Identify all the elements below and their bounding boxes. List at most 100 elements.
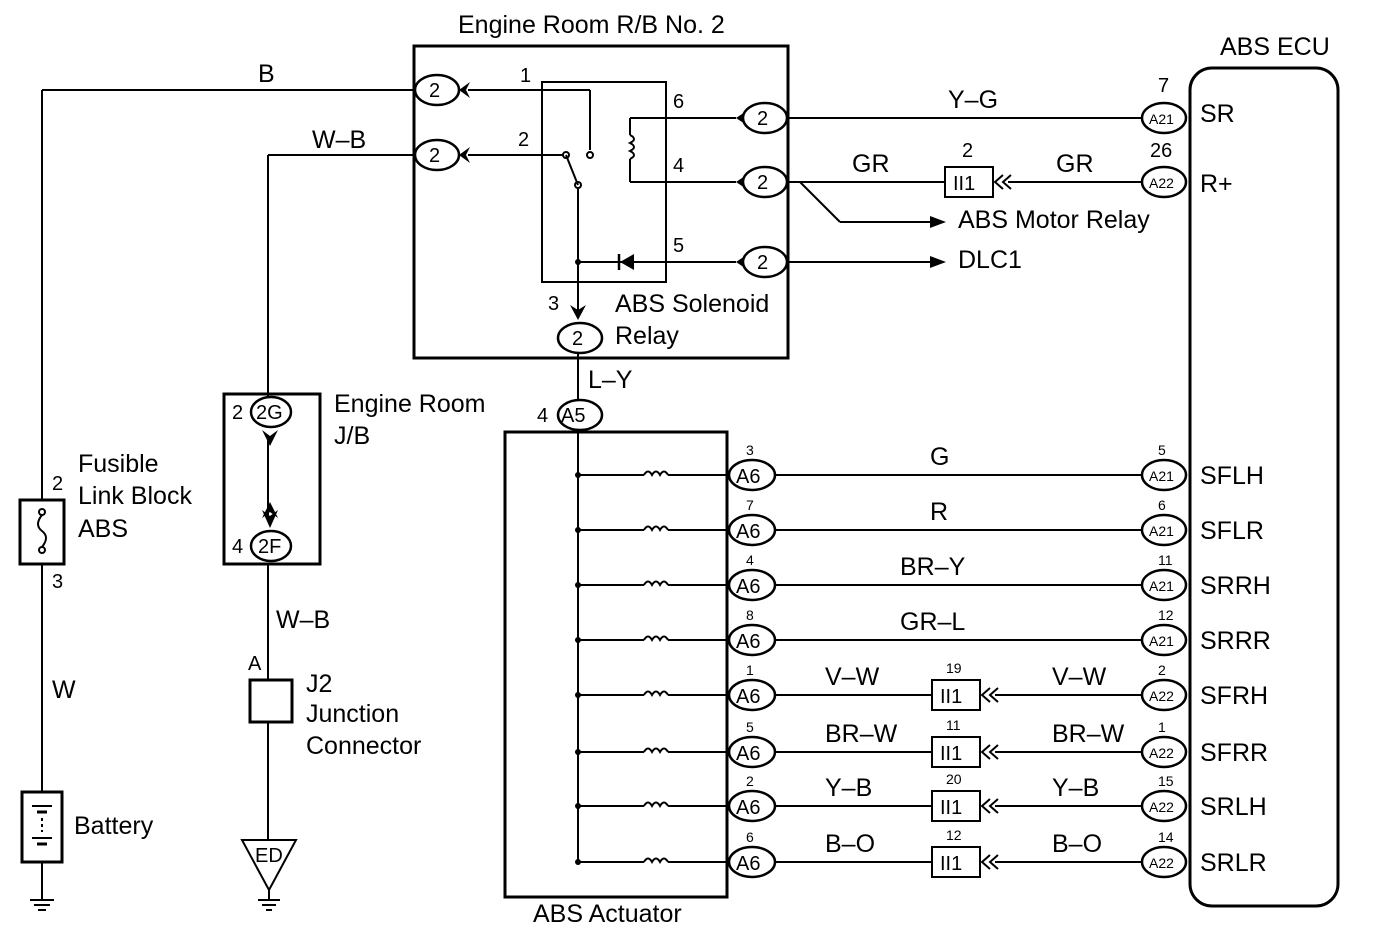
relay-pin-6: 6 — [673, 91, 684, 113]
ecu-terminal-label: SFLR — [1200, 517, 1264, 545]
svg-text:4: 4 — [537, 405, 548, 427]
ecu-terminal-label: SFRR — [1200, 739, 1268, 767]
ecu-pin: 5 — [1158, 442, 1166, 458]
ecu-pin: 12 — [1158, 607, 1174, 623]
joint-pin: 11 — [946, 717, 961, 733]
ecu-connector — [1140, 623, 1188, 657]
joint-pin: 19 — [946, 660, 962, 676]
wire-color-label: V–W — [1052, 663, 1107, 691]
svg-text:4: 4 — [232, 536, 243, 558]
joint-pin: 20 — [946, 771, 962, 787]
relay-conn-1: 2 — [429, 80, 440, 102]
ecu-connector — [1140, 568, 1188, 602]
actuator-pin: 2 — [746, 773, 754, 789]
actuator-feed: L–Y A5 4 — [537, 353, 633, 432]
abs-ecu: ABS ECU SR R+ — [1188, 33, 1340, 908]
ecu-connector — [1140, 735, 1188, 769]
joint-connector — [931, 679, 981, 711]
actuator-connector-label: A6 — [736, 521, 760, 543]
ground-ed: ED — [255, 845, 283, 867]
ecu-pin: 14 — [1158, 829, 1174, 845]
wire-color-label: BR–W — [825, 720, 898, 748]
actuator-pin: 4 — [746, 552, 754, 568]
wire-color-label: B–O — [1052, 830, 1102, 858]
connector-arrow-icon — [980, 854, 999, 870]
actuator-pin: 5 — [746, 719, 754, 735]
dlc1-branch: DLC1 — [787, 246, 1022, 274]
ecu-terminal-sr: SR — [1200, 100, 1235, 128]
ecu-pin: 11 — [1158, 552, 1173, 568]
svg-text:26: 26 — [1150, 140, 1172, 162]
solenoid-relay-label-2: Relay — [615, 322, 679, 350]
wire-color-label: G — [930, 443, 949, 471]
relay-pin-2: 2 — [518, 129, 529, 151]
svg-text:7: 7 — [1158, 75, 1169, 97]
ecu-pin: 1 — [1158, 719, 1166, 735]
ecu-connector-label: A21 — [1149, 468, 1174, 484]
solenoid-coil-icon — [643, 580, 669, 588]
ecu-pin: 6 — [1158, 497, 1166, 513]
fusible-label-1: Fusible — [78, 450, 159, 478]
connector-arrow-icon — [980, 687, 999, 703]
connector-arrow-icon — [980, 744, 999, 760]
actuator-pin: 3 — [746, 442, 754, 458]
actuator-connector-label: A6 — [736, 466, 760, 488]
svg-text:GR: GR — [1056, 150, 1094, 178]
ecu-connector — [1140, 513, 1188, 547]
actuator-connector-label: A6 — [736, 576, 760, 598]
battery-label: Battery — [74, 812, 154, 840]
ecu-terminal-label: SRLH — [1200, 793, 1267, 821]
ecu-connector-label: A22 — [1149, 855, 1174, 871]
ecu-pin: 15 — [1158, 773, 1174, 789]
motor-relay-label: ABS Motor Relay — [958, 206, 1150, 234]
j2-label-1: J2 — [306, 670, 332, 698]
ecu-terminal-label: SRLR — [1200, 849, 1267, 877]
solenoid-coil-icon — [643, 690, 669, 698]
motor-relay-branch: ABS Motor Relay — [799, 181, 1150, 234]
solenoid-coil-icon — [643, 470, 669, 478]
solenoid-coil-icon — [643, 801, 669, 809]
motor-relay-joint: II1 — [953, 173, 975, 195]
joint-connector-label: II1 — [940, 686, 962, 708]
svg-text:2: 2 — [962, 140, 973, 162]
relay-pin-4: 4 — [673, 155, 684, 177]
ecu-connector-label: A22 — [1149, 799, 1174, 815]
relay-pin-3: 3 — [548, 293, 559, 315]
ecu-connector-label: A21 — [1149, 633, 1174, 649]
solenoid-coil-icon — [643, 857, 669, 865]
ground-feed: W–B 2G 2 2F 4 Engine Room J/B W–B A J2 J… — [222, 126, 485, 911]
joint-connector-label: II1 — [940, 743, 962, 765]
svg-text:W–B: W–B — [276, 606, 330, 634]
ecu-terminal-label: SFLH — [1200, 462, 1264, 490]
ecu-connector-label: A21 — [1149, 578, 1174, 594]
solenoid-coil-icon — [643, 635, 669, 643]
power-feed: B 2 3 Fusible Link Block ABS W Battery — [18, 60, 415, 911]
j2-label-3: Connector — [306, 732, 421, 760]
svg-text:3: 3 — [52, 571, 63, 593]
joint-connector — [931, 846, 981, 878]
ecu-title: ABS ECU — [1220, 33, 1330, 61]
jb-conn-2g: 2G — [256, 402, 283, 424]
wire-color-label: V–W — [825, 663, 880, 691]
relay-conn-3: 2 — [572, 328, 583, 350]
ecu-connector — [1140, 678, 1188, 712]
ecu-connector-label: A22 — [1149, 745, 1174, 761]
actuator-pin: 7 — [746, 497, 754, 513]
wire-color-label: BR–W — [1052, 720, 1125, 748]
actuator-connector-label: A6 — [736, 743, 760, 765]
solenoid-coil-icon — [643, 747, 669, 755]
svg-text:W: W — [52, 676, 76, 704]
joint-connector — [931, 736, 981, 768]
wire-color-label: GR–L — [900, 608, 965, 636]
fusible-label-2: Link Block — [78, 482, 192, 510]
wire-color-label: R — [930, 498, 948, 526]
svg-text:A: A — [248, 653, 262, 675]
relay-conn-6: 2 — [757, 108, 768, 130]
svg-text:B: B — [258, 60, 275, 88]
ecu-terminal-label: SRRH — [1200, 572, 1271, 600]
relay-box-title: Engine Room R/B No. 2 — [458, 11, 725, 39]
ecu-conn-a22-rplus: A22 — [1149, 175, 1174, 191]
joint-connector-label: II1 — [940, 797, 962, 819]
jb-label-1: Engine Room — [334, 390, 485, 418]
